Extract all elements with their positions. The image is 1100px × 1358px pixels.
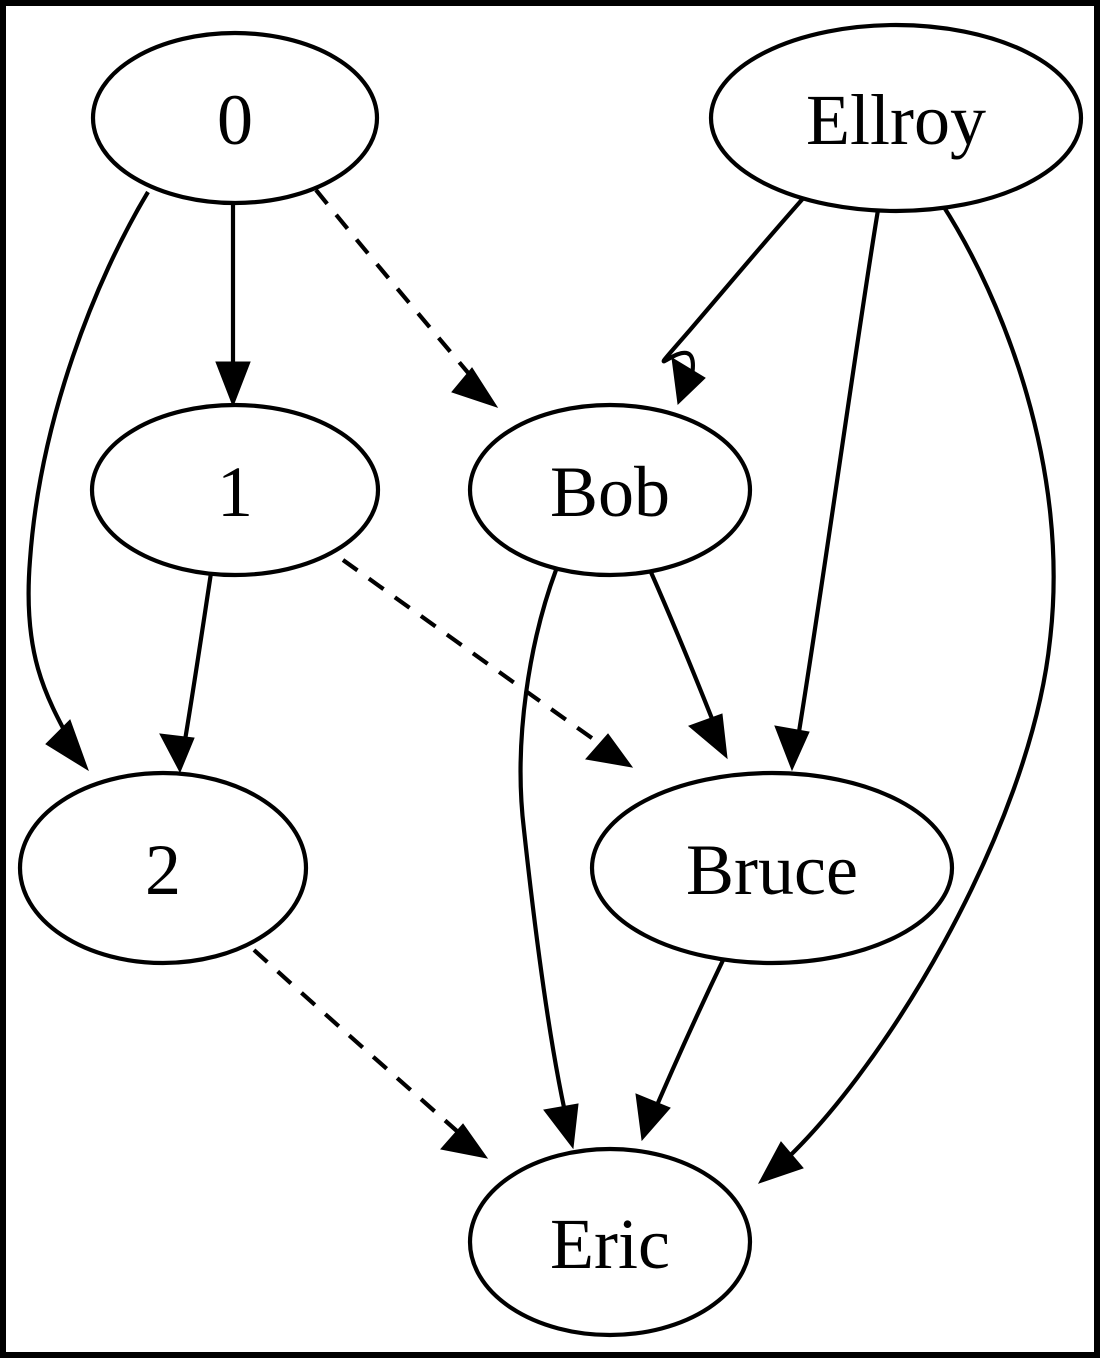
graph-edge: [341, 558, 634, 768]
edge-line-1-to-2: [179, 572, 214, 759]
node-ellipse-bob[interactable]: [467, 402, 753, 578]
node-label-bruce: Bruce: [686, 830, 858, 910]
graph-node-2[interactable]: 2: [17, 770, 309, 966]
node-ellipse-ellroy[interactable]: [708, 22, 1084, 214]
graph-node-1[interactable]: 1: [89, 402, 381, 578]
graph-edge: [159, 572, 214, 774]
node-ellipse-2[interactable]: [17, 770, 309, 966]
arrowhead-icon: [159, 733, 195, 774]
edges-layer: [26, 188, 1056, 1184]
arrowhead-icon: [635, 1093, 671, 1142]
graph-edge: [757, 202, 1056, 1184]
edge-line-Bob-to-Eric: [518, 569, 573, 1135]
edge-line-Bruce-to-Eric: [646, 955, 727, 1127]
node-ellipse-eric[interactable]: [467, 1146, 753, 1338]
graph-edge: [215, 204, 251, 408]
edge-line-Ellroy-to-Bob: [661, 192, 809, 393]
graph-edge: [26, 190, 150, 772]
edge-line-1-to-Bruce: [341, 558, 622, 760]
arrowhead-icon: [45, 719, 89, 772]
node-label-eric: Eric: [550, 1204, 670, 1284]
edge-line-0-to-2: [26, 190, 150, 757]
arrowhead-icon: [671, 357, 706, 406]
arrowhead-icon: [585, 733, 634, 768]
arrowhead-icon: [451, 367, 499, 408]
graph-node-0[interactable]: 0: [90, 30, 380, 206]
graph-edge: [648, 569, 728, 760]
arrowhead-icon: [774, 725, 810, 772]
graph-node-eric[interactable]: Eric: [467, 1146, 753, 1338]
edge-line-Ellroy-to-Eric: [768, 202, 1056, 1176]
edge-line-0-to-Bob: [314, 188, 488, 396]
node-label-ellroy: Ellroy: [806, 80, 986, 160]
graph-node-bruce[interactable]: Bruce: [589, 770, 955, 966]
graph-edge: [518, 569, 579, 1150]
arrowhead-icon: [440, 1123, 489, 1159]
graph-edge: [314, 188, 499, 408]
node-label-2: 2: [145, 830, 181, 910]
node-label-0: 0: [217, 80, 253, 160]
node-ellipse-1[interactable]: [89, 402, 381, 578]
arrowhead-icon: [543, 1103, 579, 1150]
arrowhead-icon: [215, 361, 251, 408]
graph-edge: [635, 955, 727, 1142]
graph-edge: [774, 209, 881, 772]
arrowhead-icon: [757, 1141, 804, 1184]
node-label-bob: Bob: [550, 452, 670, 532]
graph-node-ellroy[interactable]: Ellroy: [708, 22, 1084, 214]
node-label-1: 1: [217, 452, 253, 532]
node-ellipse-0[interactable]: [90, 30, 380, 206]
graph-edge: [252, 948, 489, 1159]
graph-node-bob[interactable]: Bob: [467, 402, 753, 578]
edge-line-2-to-Eric: [252, 948, 478, 1150]
node-ellipse-bruce[interactable]: [589, 770, 955, 966]
arrowhead-icon: [688, 713, 728, 760]
graph-edge: [661, 192, 809, 406]
edge-line-Ellroy-to-Bruce: [792, 209, 881, 757]
